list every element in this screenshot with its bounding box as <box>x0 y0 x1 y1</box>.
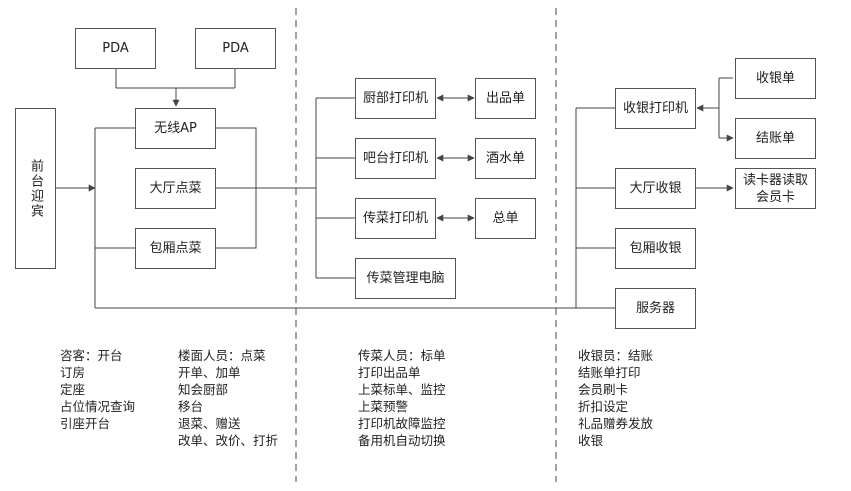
hall-cashier-box: 大厅收银 <box>615 168 696 209</box>
hall-order-box: 大厅点菜 <box>135 168 216 209</box>
floor-notes: 楼面人员：点菜 开单、加单 知会厨部 移台 退菜、赠送 改单、改价、打折 <box>178 347 278 449</box>
note-line: 礼品赠券发放 <box>578 416 654 431</box>
note-line: 结账单打印 <box>578 365 641 380</box>
note-line: 折扣设定 <box>578 399 629 414</box>
kitchen-printer-box: 厨部打印机 <box>355 78 436 119</box>
note-line: 改单、改价、打折 <box>178 433 279 448</box>
cashier-printer-box: 收银打印机 <box>615 88 696 129</box>
note-line: 移台 <box>178 399 204 414</box>
server-box: 服务器 <box>615 288 696 329</box>
bar-printer-box: 吧台打印机 <box>355 138 436 179</box>
note-line: 楼面人员：点菜 <box>178 348 266 363</box>
pda-to-ap-line <box>115 68 236 106</box>
note-line: 引座开台 <box>60 416 111 431</box>
reception-notes: 咨客：开台 订房 定座 占位情况查询 引座开台 <box>60 347 135 432</box>
middle-bus-line <box>315 97 355 279</box>
note-line: 咨客：开台 <box>60 348 123 363</box>
note-line: 定座 <box>60 382 86 397</box>
room-order-box: 包厢点菜 <box>135 228 216 269</box>
note-line: 传菜人员：标单 <box>358 348 446 363</box>
note-line: 收银员：结账 <box>578 348 654 363</box>
terminal-bracket <box>216 127 316 249</box>
note-line: 退菜、赠送 <box>178 416 241 431</box>
pda-box-2: PDA <box>195 28 276 69</box>
note-line: 收银 <box>578 433 604 448</box>
serve-pc-box: 传菜管理电脑 <box>355 258 456 299</box>
note-line: 订房 <box>60 365 86 380</box>
note-line: 开单、加单 <box>178 365 241 380</box>
bill-box: 结账单 <box>735 118 816 159</box>
master-slip-box: 总单 <box>475 198 536 239</box>
card-reader-box: 读卡器读取会员卡 <box>735 168 816 209</box>
note-line: 上菜预警 <box>358 399 409 414</box>
pda-box-1: PDA <box>75 28 156 69</box>
runner-notes: 传菜人员：标单 打印出品单 上菜标单、监控 上菜预警 打印机故障监控 备用机自动… <box>358 347 446 449</box>
note-line: 知会厨部 <box>178 382 229 397</box>
output-slip-box: 出品单 <box>475 78 536 119</box>
wireless-ap-box: 无线AP <box>135 108 216 149</box>
note-line: 占位情况查询 <box>60 399 136 414</box>
note-line: 上菜标单、监控 <box>358 382 446 397</box>
note-line: 会员刷卡 <box>578 382 629 397</box>
left-bus-line <box>94 127 615 309</box>
right-bus-line <box>575 107 615 308</box>
room-cashier-box: 包厢收银 <box>615 228 696 269</box>
drink-slip-box: 酒水单 <box>475 138 536 179</box>
note-line: 打印机故障监控 <box>358 416 446 431</box>
note-line: 打印出品单 <box>358 365 421 380</box>
serve-printer-box: 传菜打印机 <box>355 198 436 239</box>
reception-box: 前台迎宾 <box>15 108 56 269</box>
cashier-notes: 收银员：结账 结账单打印 会员刷卡 折扣设定 礼品赠券发放 收银 <box>578 347 653 449</box>
cashier-slip-branch <box>718 77 733 138</box>
note-line: 备用机自动切换 <box>358 433 446 448</box>
receipt-box: 收银单 <box>735 58 816 99</box>
